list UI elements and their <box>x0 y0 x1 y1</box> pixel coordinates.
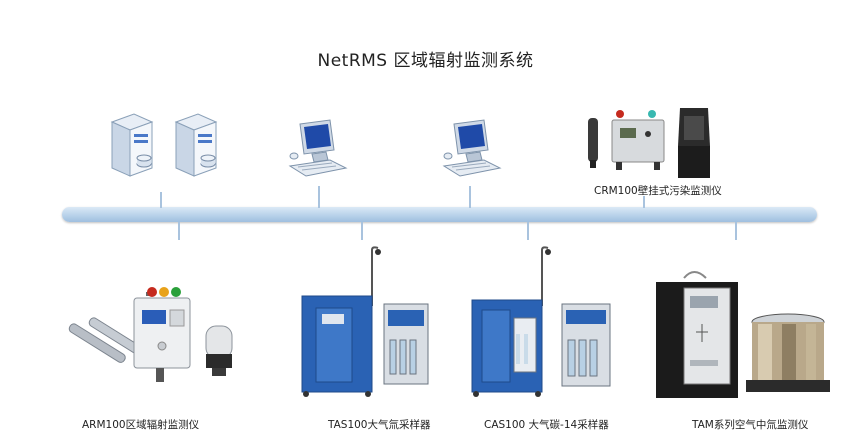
network-bus <box>62 207 817 222</box>
device-label: TAM系列空气中氚监测仪 <box>692 419 809 431</box>
connector <box>178 222 180 240</box>
server-icon <box>174 113 218 177</box>
device-label: TAS100大气氚采样器 <box>328 419 431 431</box>
tritium-sampler-icon <box>301 246 429 397</box>
connector <box>160 192 162 208</box>
diagram-title: NetRMS 区域辐射监测系统 <box>317 51 534 71</box>
connector <box>469 186 471 208</box>
connector <box>527 222 529 240</box>
connector <box>361 222 363 240</box>
tritium-monitor-icon <box>656 271 830 398</box>
computer-icon <box>442 119 502 177</box>
device-label: ARM100区域辐射监测仪 <box>82 419 200 431</box>
carbon-sampler-icon <box>471 246 611 397</box>
device-label: CAS100 大气碳-14采样器 <box>484 419 609 431</box>
computer-icon <box>288 119 348 177</box>
server-icon <box>110 113 154 177</box>
connector <box>643 196 645 208</box>
device-label: CRM100壁挂式污染监测仪 <box>594 185 722 197</box>
connector <box>318 186 320 208</box>
connector <box>735 222 737 240</box>
wall-monitor-icon <box>588 108 710 178</box>
area-monitor-icon <box>68 287 233 382</box>
